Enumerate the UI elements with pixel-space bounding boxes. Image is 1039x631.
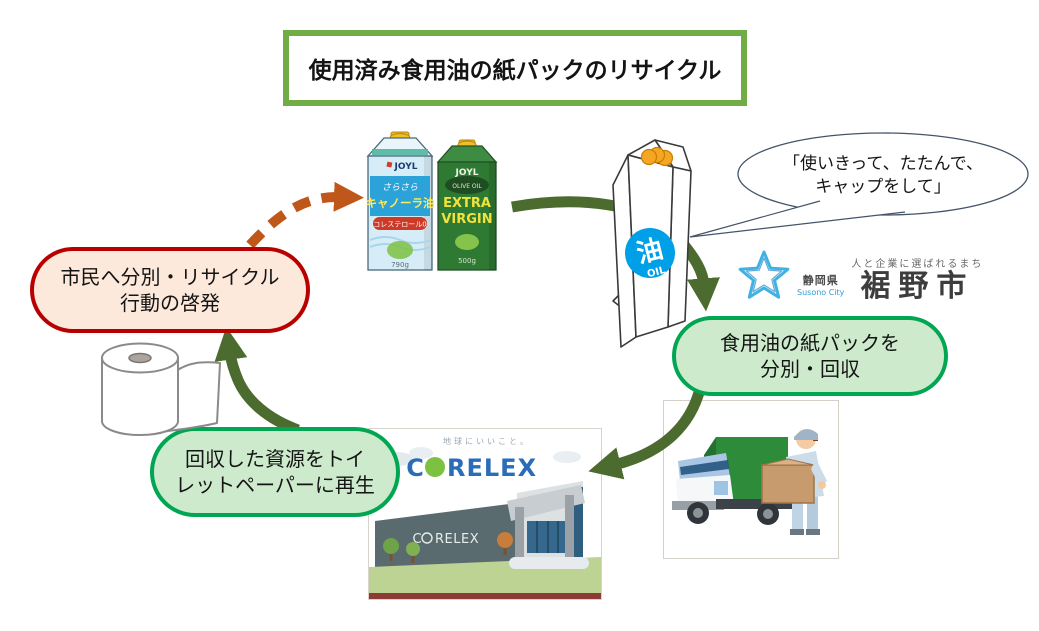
- awareness-line2: 行動の啓発: [120, 291, 220, 315]
- joyl-brand-label: JOYL: [455, 168, 479, 178]
- olive-weight-label: 500g: [458, 257, 476, 265]
- olive-name1-label: EXTRA: [443, 196, 491, 211]
- trees: [383, 532, 513, 563]
- collection-line2: 分別・回収: [760, 357, 860, 381]
- wall-sign-rest: RELEX: [435, 532, 479, 547]
- susono-city-logo: 静岡県 Susono City 人と企業に選ばれるまち 裾野市: [738, 250, 983, 302]
- corelex-logo: C RELEX: [406, 454, 537, 482]
- canola-bottle: JOYL さらさら キャノーラ油 コレステロール0 790g: [366, 131, 435, 271]
- star-icon: [738, 250, 790, 299]
- factory-illustration: 地球にいいこと。 C RELEX C RELEX: [369, 436, 601, 599]
- corelex-factory-photo: 地球にいいこと。 C RELEX C RELEX: [368, 428, 602, 600]
- entrance-canopy: [507, 485, 585, 521]
- paper-roll-core: [128, 352, 152, 364]
- coins-icon: [640, 146, 674, 167]
- speech-bubble: 「使いきって、たたんで、 キャップをして」: [689, 132, 1029, 238]
- corelex-tagline: 地球にいいこと。: [443, 436, 531, 446]
- regenerate-line2: レットペーパーに再生: [175, 473, 375, 497]
- canola-name-label: キャノーラ油: [366, 196, 435, 210]
- column: [565, 495, 574, 565]
- arrow-awareness-to-bottles: [246, 181, 364, 249]
- worker-illustration: [761, 429, 827, 535]
- awareness-box: 市民へ分別・リサイクル 行動の啓発: [30, 247, 310, 333]
- globe-icon: [425, 457, 445, 477]
- page-title: 使用済み食用油の紙パックのリサイクル: [308, 58, 722, 84]
- olive-oil-bottle: JOYL OLIVE OIL EXTRA VIRGIN 500g: [436, 139, 498, 271]
- truck-side-window: [714, 481, 728, 495]
- column: [515, 507, 524, 567]
- entrance-glass: [527, 521, 565, 553]
- worker-cap: [794, 429, 818, 440]
- leaf-emblem: [387, 241, 413, 259]
- bubble-line2: キャップをして」: [815, 177, 951, 197]
- collection-box: 食用油の紙パックを 分別・回収: [672, 316, 948, 396]
- canola-weight-label: 790g: [391, 261, 409, 269]
- canola-top-label: さらさら: [382, 182, 418, 193]
- title-box: 使用済み食用油の紙パックのリサイクル: [283, 30, 747, 106]
- regenerate-line1: 回収した資源をトイ: [185, 447, 365, 471]
- bubble-line1: 「使いきって、たたんで、: [783, 153, 983, 174]
- city-block: 人と企業に選ばれるまち 裾野市: [851, 255, 983, 302]
- city-tagline: 人と企業に選ばれるまち: [851, 259, 984, 270]
- wall-globe-icon: [421, 532, 433, 544]
- toilet-paper-illustration: [101, 342, 221, 437]
- leaf-emblem: [455, 234, 479, 250]
- wall-sign-c: C: [412, 532, 421, 547]
- olive-category-label: OLIVE OIL: [452, 183, 482, 190]
- arrow-regenerate-to-awareness: [214, 326, 300, 436]
- olive-name2-label: VIRGIN: [441, 212, 492, 227]
- truck-illustration: [672, 429, 827, 535]
- city-romaji-label: Susono City: [797, 288, 845, 297]
- regenerate-box: 回収した資源をトイ レットペーパーに再生: [150, 427, 400, 517]
- joyl-brand-label: JOYL: [394, 162, 418, 172]
- corelex-logo-rest: RELEX: [447, 454, 537, 482]
- awareness-line1: 市民へ分別・リサイクル: [60, 265, 280, 289]
- truck-collection-photo: [663, 400, 839, 559]
- collection-line1: 食用油の紙パックを: [720, 331, 900, 355]
- oil-bottles-illustration: JOYL さらさら キャノーラ油 コレステロール0 790g JOYL OLIV…: [366, 131, 498, 271]
- prefecture-block: 静岡県 Susono City: [797, 272, 844, 302]
- canola-badge-label: コレステロール0: [373, 221, 426, 229]
- city-name: 裾野市: [860, 269, 975, 304]
- paper-roll-body: [101, 358, 179, 437]
- corelex-logo-c: C: [406, 454, 424, 482]
- cardboard-box: [761, 464, 815, 504]
- prefecture-label: 静岡県: [802, 274, 839, 287]
